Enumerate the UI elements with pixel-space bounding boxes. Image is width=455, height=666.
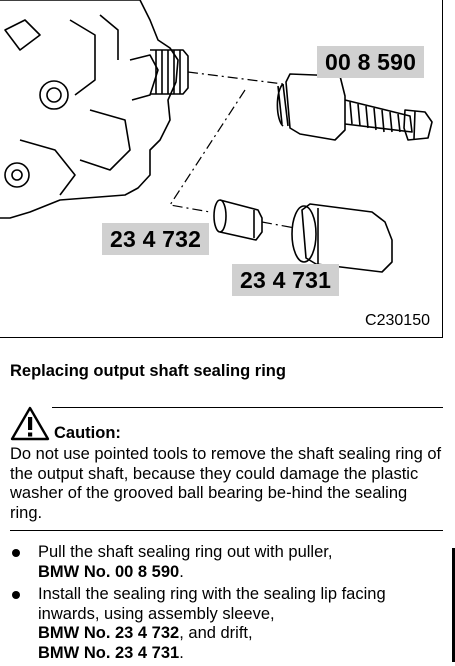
tool-reference: BMW No. 23 4 731 bbox=[38, 643, 180, 662]
label-drift-part: 23 4 731 bbox=[232, 264, 340, 296]
illustration: 00 8 590 23 4 732 23 4 731 C230150 bbox=[0, 0, 443, 338]
tool-reference: BMW No. 00 8 590 bbox=[38, 562, 180, 581]
step-text: Install the sealing ring with the sealin… bbox=[38, 585, 386, 623]
drift-body bbox=[301, 203, 393, 273]
bullet-icon bbox=[12, 591, 20, 599]
technical-drawing bbox=[0, 0, 433, 273]
housing-outline bbox=[0, 0, 179, 219]
procedure-steps: Pull the shaft sealing ring out with pul… bbox=[10, 543, 450, 666]
puller-bolt-head bbox=[403, 109, 433, 141]
caution-bottom-rule bbox=[10, 530, 443, 531]
list-item: Pull the shaft sealing ring out with pul… bbox=[10, 543, 450, 582]
sleeve-body bbox=[219, 199, 263, 241]
warning-triangle-icon bbox=[10, 406, 50, 441]
figure-code: C230150 bbox=[365, 312, 430, 329]
step-text: Pull the shaft sealing ring out with pul… bbox=[38, 543, 333, 561]
caution-top-rule bbox=[52, 407, 443, 408]
label-sleeve-part: 23 4 732 bbox=[102, 223, 210, 255]
step-suffix: . bbox=[179, 643, 184, 662]
revision-bar bbox=[452, 548, 455, 662]
caution-text: Do not use pointed tools to remove the s… bbox=[10, 445, 442, 522]
label-puller-part: 00 8 590 bbox=[317, 46, 425, 78]
section-title: Replacing output shaft sealing ring bbox=[10, 362, 286, 380]
step-suffix: . bbox=[179, 562, 184, 581]
step-suffix: , and drift, bbox=[179, 624, 253, 642]
puller-body bbox=[285, 73, 346, 141]
caution-label: Caution: bbox=[54, 424, 121, 442]
tool-reference: BMW No. 23 4 732 bbox=[38, 624, 180, 642]
list-item: Install the sealing ring with the sealin… bbox=[10, 585, 450, 663]
bullet-icon bbox=[12, 549, 20, 557]
